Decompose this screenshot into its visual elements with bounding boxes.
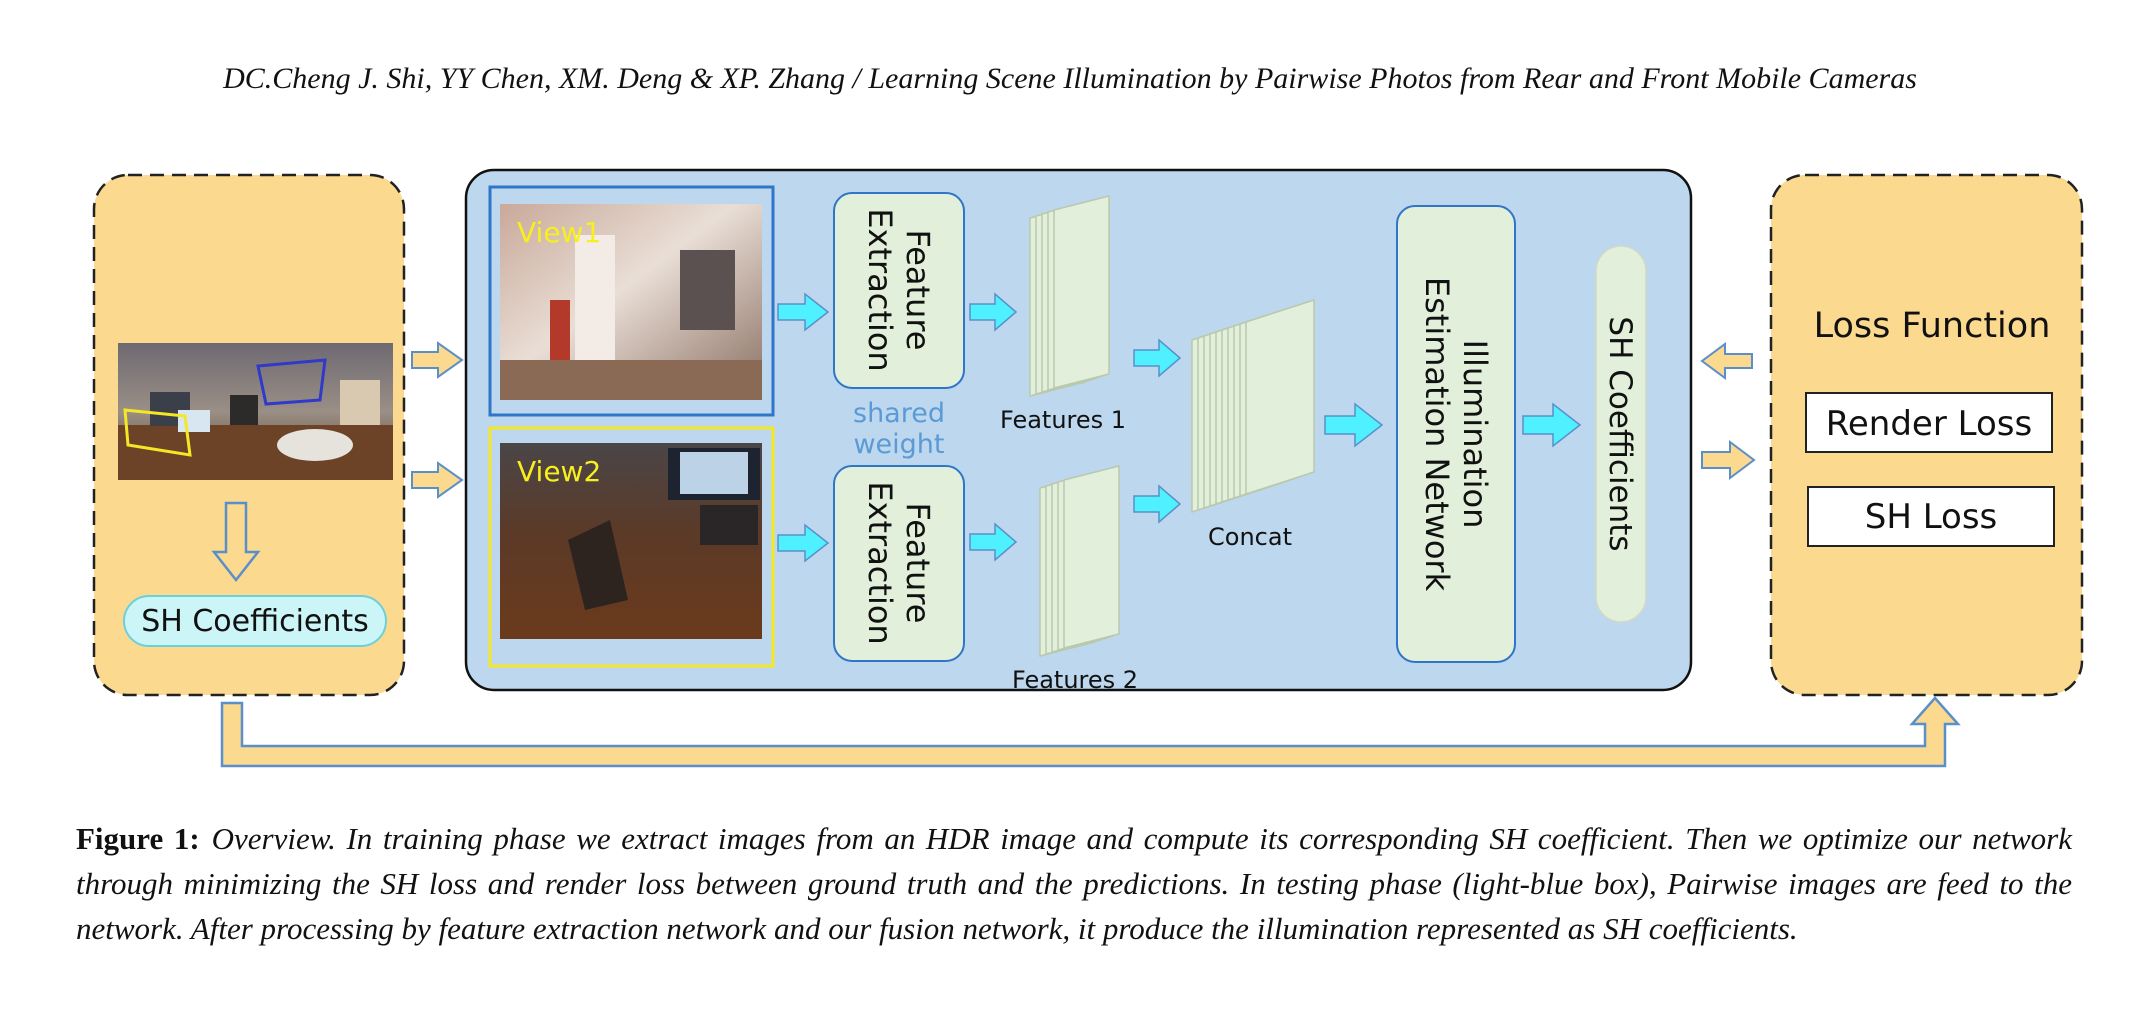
arrow-fe-to-features2-icon <box>969 522 1018 562</box>
arrow-loss-to-network-icon <box>1701 440 1756 480</box>
arrow-view2-to-fe-icon <box>777 523 830 563</box>
illumination-line2: Estimation Network <box>1418 277 1456 592</box>
arrow-features1-to-concat-icon <box>1133 338 1182 378</box>
view2-label: View2 <box>517 455 601 488</box>
arrow-to-view1-icon <box>411 341 464 379</box>
sh-coefficients-gt-label: SH Coefficients <box>141 604 369 639</box>
view2-frame <box>488 426 775 668</box>
fe-top-line1: Feature <box>899 230 937 351</box>
arrow-view1-to-fe-icon <box>777 292 830 332</box>
sh-loss-label: SH Loss <box>1865 497 1998 537</box>
concat-label: Concat <box>1208 523 1292 551</box>
illumination-line1: Illumination <box>1456 340 1494 529</box>
fe-bottom-line1: Feature <box>899 503 937 624</box>
concat-stack <box>1191 298 1315 514</box>
running-header: DC.Cheng J. Shi, YY Chen, XM. Deng & XP.… <box>223 62 1917 95</box>
down-arrow-icon <box>211 501 261 583</box>
fe-top-line2: Extraction <box>861 208 899 371</box>
features2-label: Features 2 <box>1012 666 1138 694</box>
view2-photo <box>500 443 762 639</box>
view1-photo <box>500 204 762 400</box>
arrow-features2-to-concat-icon <box>1133 484 1182 524</box>
feature-extraction-top <box>833 192 965 389</box>
view1-frame <box>488 185 775 417</box>
shared-weight-line1: shared <box>853 398 945 429</box>
sh-coefficients-output <box>1595 245 1647 623</box>
hdr-panorama-image <box>118 343 393 480</box>
arrow-to-view2-icon <box>411 461 464 499</box>
arrow-sh-to-loss-icon <box>1700 342 1753 380</box>
sh-coefficients-gt-pill <box>123 595 387 647</box>
shared-weight-line2: weight <box>853 429 944 460</box>
render-loss-box <box>1805 392 2053 453</box>
render-loss-label: Render Loss <box>1826 404 2032 444</box>
loss-function-title: Loss Function <box>1814 306 2051 346</box>
features1-label: Features 1 <box>1000 406 1126 434</box>
caption-label: Figure 1: <box>76 821 200 856</box>
gt-to-loss-feedback-arrow <box>220 696 1961 768</box>
feature-extraction-bottom <box>833 465 965 662</box>
illumination-estimation-network <box>1396 205 1516 663</box>
sh-output-label: SH Coefficients <box>1602 316 1638 551</box>
fe-bottom-line2: Extraction <box>861 481 899 644</box>
sh-loss-box <box>1807 486 2055 547</box>
figure-caption: Figure 1:Overview. In training phase we … <box>76 816 2072 951</box>
features1-stack <box>1029 195 1110 397</box>
arrow-illumination-to-sh-icon <box>1522 402 1582 448</box>
view1-label: View1 <box>517 216 601 249</box>
features2-stack <box>1039 465 1120 657</box>
arrow-fe-to-features1-icon <box>969 292 1018 332</box>
arrow-concat-to-illumination-icon <box>1324 402 1384 448</box>
caption-text: Overview. In training phase we extract i… <box>76 821 2072 946</box>
